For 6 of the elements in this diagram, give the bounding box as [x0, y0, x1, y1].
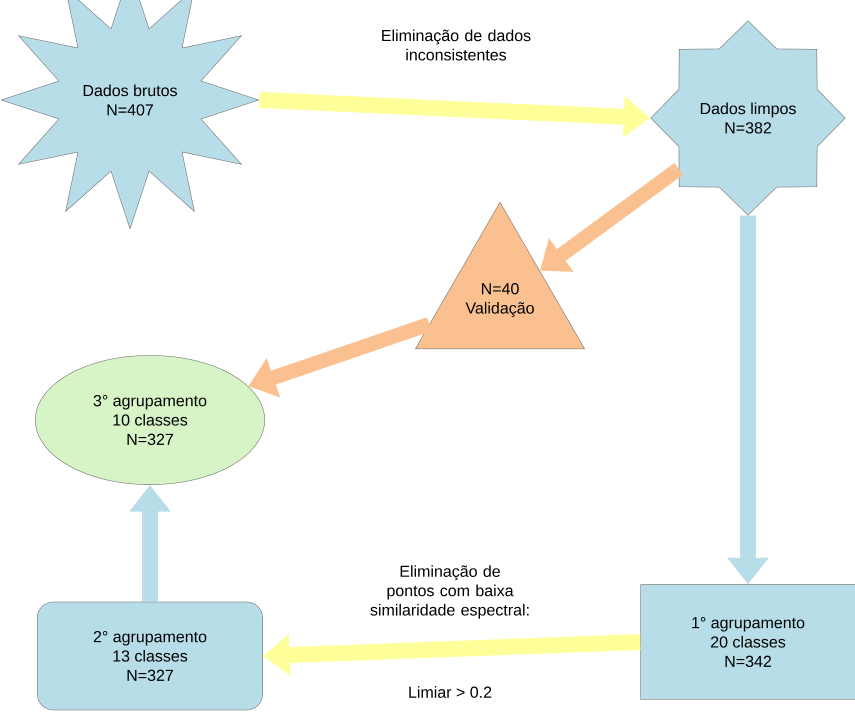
rounded-box: 2° agrupamento 13 classes N=327 — [37, 602, 263, 710]
process-box: 1° agrupamento 20 classes N=342 — [640, 584, 855, 700]
edge-label: Eliminação de pontos com baixa similaridade espectral: — [370, 565, 529, 619]
edge-label: Eliminação de dados inconsistentes — [382, 29, 531, 61]
starburst: Dados brutos N=407 — [0, 0, 260, 230]
note-text: Limiar > 0.2 — [409, 686, 492, 698]
